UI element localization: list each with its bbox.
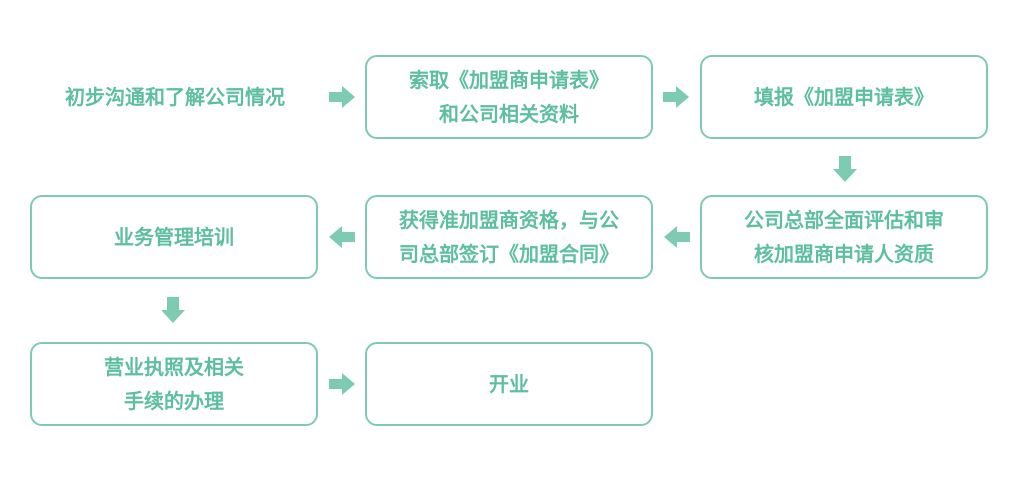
- step-text: 开业: [489, 372, 529, 396]
- step-text: 业务管理培训: [114, 225, 234, 249]
- step-text: 手续的办理: [124, 389, 224, 413]
- step-text: 核加盟商申请人资质: [754, 242, 934, 266]
- step-text: 填报《加盟申请表》: [754, 85, 934, 109]
- step-text: 和公司相关资料: [439, 102, 579, 126]
- step-business-license: 营业执照及相关 手续的办理: [30, 342, 318, 426]
- step-text: 初步沟通和了解公司情况: [65, 85, 285, 109]
- step-sign-franchise-contract: 获得准加盟商资格，与公 司总部签订《加盟合同》: [365, 195, 653, 279]
- step-text: 营业执照及相关: [104, 355, 244, 379]
- arrow-right-icon: [663, 86, 689, 108]
- step-request-application-form: 索取《加盟商申请表》 和公司相关资料: [365, 55, 653, 139]
- step-headquarters-evaluation: 公司总部全面评估和审 核加盟商申请人资质: [700, 195, 988, 279]
- step-text: 公司总部全面评估和审: [744, 208, 944, 232]
- arrow-right-icon: [329, 86, 355, 108]
- step-fill-application-form: 填报《加盟申请表》: [700, 55, 988, 139]
- step-text: 索取《加盟商申请表》: [409, 68, 609, 92]
- arrow-left-icon: [329, 226, 355, 248]
- arrow-down-icon: [833, 156, 857, 182]
- step-text: 司总部签订《加盟合同》: [399, 242, 619, 266]
- step-text: 获得准加盟商资格，与公: [399, 208, 619, 232]
- step-business-training: 业务管理培训: [30, 195, 318, 279]
- arrow-left-icon: [664, 226, 690, 248]
- step-opening: 开业: [365, 342, 653, 426]
- arrow-down-icon: [161, 297, 185, 323]
- arrow-right-icon: [329, 373, 355, 395]
- step-initial-communication: 初步沟通和了解公司情况: [30, 55, 320, 139]
